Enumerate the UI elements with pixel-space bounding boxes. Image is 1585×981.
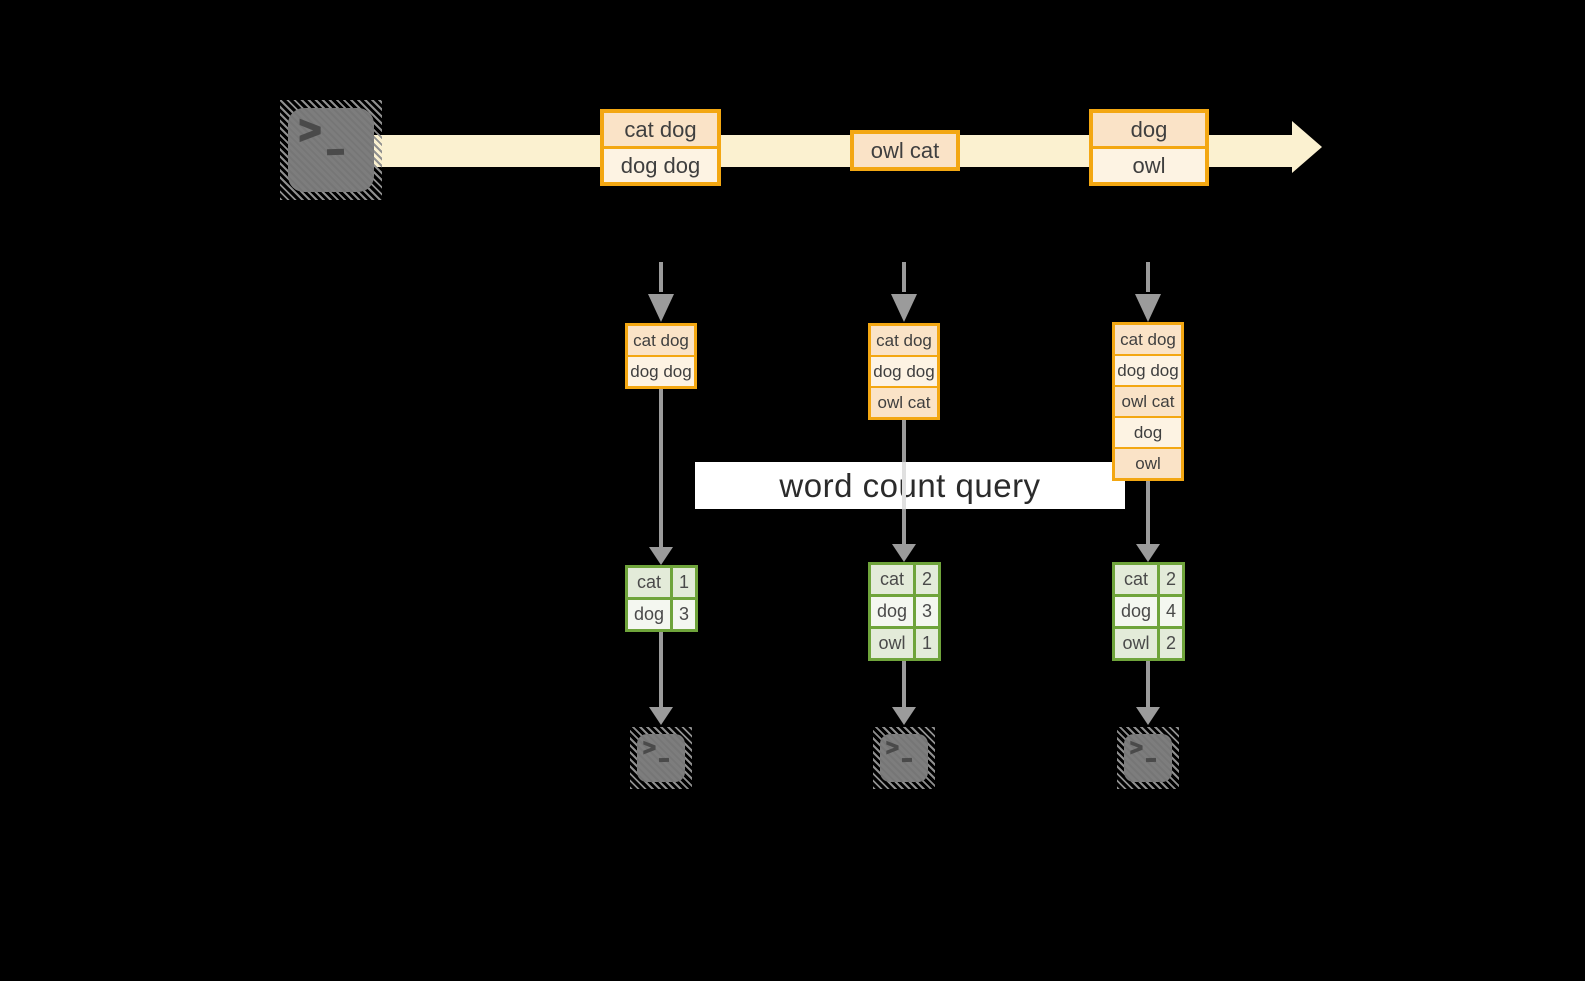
arrow-head-icon: [892, 707, 916, 725]
arrow-head-icon: [1136, 544, 1160, 562]
word-cell: dog: [628, 600, 670, 629]
buffer-item: dog dog: [871, 357, 937, 386]
buffer-item: cat dog: [1115, 325, 1181, 354]
count-cell: 3: [916, 597, 938, 626]
terminal-screen: >: [288, 108, 374, 192]
arrow-head-icon: [649, 707, 673, 725]
buffer-stack-3: cat dog dog dog owl cat dog owl: [1112, 322, 1184, 481]
buffer-item: dog dog: [628, 357, 694, 386]
event-line: dog dog: [604, 149, 717, 182]
buffer-item: owl: [1115, 449, 1181, 478]
connector-line-through-banner: [902, 462, 906, 509]
buffer-stack-1: cat dog dog dog: [625, 323, 697, 389]
count-cell: 3: [673, 600, 695, 629]
connector-line: [659, 389, 663, 549]
dashed-arrow-head-icon: [648, 294, 674, 322]
buffer-stack-2: cat dog dog dog owl cat: [868, 323, 940, 420]
count-table-1: cat 1 dog 3: [625, 565, 698, 632]
buffer-item: owl cat: [1115, 387, 1181, 416]
dashed-arrow-line: [659, 262, 663, 292]
count-cell: 2: [1160, 629, 1182, 658]
terminal-cursor-icon: [1145, 757, 1157, 763]
word-cell: cat: [628, 568, 670, 597]
arrow-head-icon: [649, 547, 673, 565]
terminal-screen: >: [637, 734, 685, 782]
word-cell: owl: [871, 629, 913, 658]
terminal-screen: >: [1124, 734, 1172, 782]
terminal-prompt-icon: >: [642, 735, 656, 760]
count-cell: 1: [916, 629, 938, 658]
dashed-arrow-line: [1146, 262, 1150, 292]
stream-timeline-arrowhead-icon: [1292, 121, 1322, 173]
word-cell: cat: [871, 565, 913, 594]
connector-line: [659, 632, 663, 707]
count-table-2: cat 2 dog 3 owl 1: [868, 562, 941, 661]
sink-terminal-icon-2: >: [873, 727, 935, 789]
terminal-screen: >: [880, 734, 928, 782]
sink-terminal-icon-1: >: [630, 727, 692, 789]
terminal-prompt-icon: >: [885, 735, 899, 760]
count-cell: 2: [1160, 565, 1182, 594]
stream-event-2: owl cat: [850, 130, 960, 171]
count-cell: 1: [673, 568, 695, 597]
event-line: cat dog: [604, 113, 717, 146]
dashed-arrow-line: [902, 262, 906, 292]
count-cell: 2: [916, 565, 938, 594]
dashed-arrow-head-icon: [891, 294, 917, 322]
event-line: dog: [1093, 113, 1205, 146]
event-line: owl cat: [854, 134, 956, 167]
buffer-item: cat dog: [628, 326, 694, 355]
count-table-3: cat 2 dog 4 owl 2: [1112, 562, 1185, 661]
dashed-arrow-head-icon: [1135, 294, 1161, 322]
buffer-item: cat dog: [871, 326, 937, 355]
sink-terminal-icon-3: >: [1117, 727, 1179, 789]
word-cell: dog: [1115, 597, 1157, 626]
word-cell: cat: [1115, 565, 1157, 594]
connector-line: [902, 661, 906, 707]
terminal-cursor-icon: [901, 757, 913, 763]
buffer-item: dog dog: [1115, 356, 1181, 385]
stream-event-3: dog owl: [1089, 109, 1209, 186]
query-banner: word count query: [695, 462, 1125, 509]
terminal-prompt-icon: >: [298, 110, 322, 152]
terminal-cursor-icon: [326, 148, 345, 156]
source-terminal-icon: >: [280, 100, 382, 200]
connector-line: [1146, 661, 1150, 707]
word-cell: owl: [1115, 629, 1157, 658]
stream-event-1: cat dog dog dog: [600, 109, 721, 186]
connector-line: [1146, 481, 1150, 544]
buffer-item: owl cat: [871, 388, 937, 417]
word-cell: dog: [871, 597, 913, 626]
arrow-head-icon: [1136, 707, 1160, 725]
count-cell: 4: [1160, 597, 1182, 626]
terminal-prompt-icon: >: [1129, 735, 1143, 760]
terminal-cursor-icon: [658, 757, 670, 763]
buffer-item: dog: [1115, 418, 1181, 447]
arrow-head-icon: [892, 544, 916, 562]
event-line: owl: [1093, 149, 1205, 182]
